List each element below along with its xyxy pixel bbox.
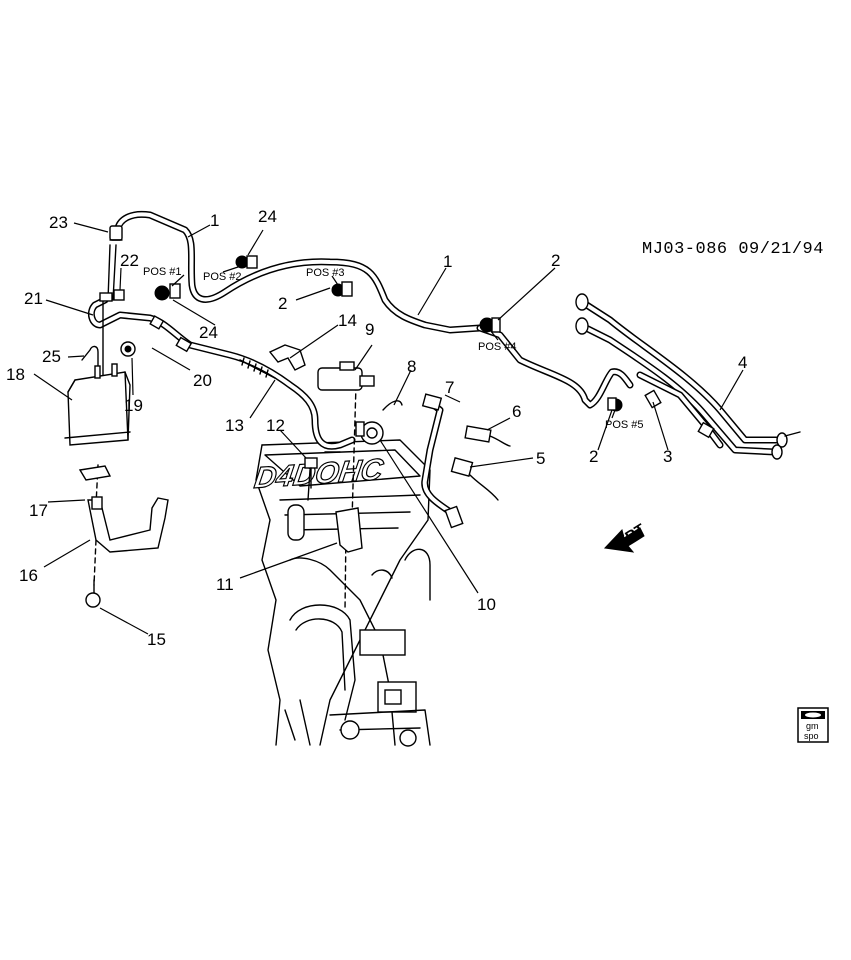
callout-9: 9 [365, 320, 374, 339]
callout-17: 17 [29, 501, 48, 520]
fitting-20[interactable] [149, 315, 193, 353]
callout-numbers: 23 1 24 22 21 24 25 18 19 20 13 14 9 8 7… [6, 207, 747, 649]
callout-6: 6 [512, 402, 521, 421]
valve-10[interactable] [355, 421, 384, 445]
callout-13: 13 [225, 416, 244, 435]
harness-5[interactable] [450, 457, 499, 501]
engine-assembly: D4DOHC [252, 439, 431, 747]
callout-19: 19 [124, 396, 143, 415]
pos-1-label: POS #1 [143, 266, 182, 278]
callout-11: 11 [216, 575, 234, 594]
callout-18: 18 [6, 365, 25, 384]
callout-20: 20 [193, 371, 212, 390]
callout-5: 5 [536, 449, 545, 468]
bracket-11[interactable] [335, 507, 363, 553]
callout-10: 10 [477, 595, 496, 614]
bolt-15[interactable] [85, 579, 101, 608]
callout-2-mid: 2 [278, 294, 287, 313]
canister-18[interactable] [64, 363, 131, 446]
callout-16: 16 [19, 566, 38, 585]
hose-8[interactable] [382, 400, 403, 411]
gmspo-logo: gm spo [797, 707, 829, 743]
cap-23[interactable] [109, 225, 123, 241]
callout-15: 15 [147, 630, 166, 649]
callout-25: 25 [42, 347, 61, 366]
logo-spo-text: spo [804, 731, 819, 741]
callout-1-mid: 1 [443, 252, 452, 271]
logo-gm-text: gm [806, 721, 819, 731]
vapor-pipe-assembly [87, 210, 634, 611]
callout-1-top: 1 [210, 211, 219, 230]
bolt-12[interactable] [304, 457, 318, 489]
callout-24-lower: 24 [199, 323, 218, 342]
callout-2-right: 2 [551, 251, 560, 270]
callout-21: 21 [24, 289, 43, 308]
pos-3-label: POS #3 [306, 267, 345, 279]
callout-7: 7 [445, 378, 454, 397]
engine-badge: D4DOHC [252, 453, 386, 494]
callout-8: 8 [407, 357, 416, 376]
callout-12: 12 [266, 416, 285, 435]
grommet-19[interactable] [120, 341, 136, 357]
connector-22[interactable] [99, 289, 125, 302]
reference-code: MJ03-086 09/21/94 [642, 240, 824, 259]
solenoid-9[interactable] [317, 361, 375, 391]
pos-5-label: POS #5 [605, 419, 644, 431]
clip-pos5[interactable] [607, 397, 623, 412]
callout-23: 23 [49, 213, 68, 232]
leader-lines [33, 222, 744, 635]
connector-3[interactable] [644, 389, 662, 409]
clip-pos3[interactable] [331, 281, 353, 297]
front-direction-arrow: FRT [603, 521, 649, 553]
pos-2-label: POS #2 [203, 271, 242, 283]
strap-17[interactable] [78, 465, 112, 481]
clip-pos4[interactable] [479, 317, 501, 333]
callout-4: 4 [738, 353, 747, 372]
front-label: FRT [615, 521, 649, 551]
callout-3: 3 [663, 447, 672, 466]
callout-22: 22 [120, 251, 139, 270]
clip-pos2[interactable] [235, 255, 258, 269]
bracket-16[interactable] [87, 496, 169, 553]
clip-14[interactable] [268, 344, 306, 371]
pos-4-label: POS #4 [478, 341, 517, 353]
clip-pos1[interactable] [154, 283, 181, 301]
callout-2-lower: 2 [589, 447, 598, 466]
elbow-25[interactable] [81, 345, 99, 369]
connector-6[interactable] [464, 425, 511, 447]
callout-14: 14 [338, 311, 357, 330]
callout-24-top: 24 [258, 207, 277, 226]
